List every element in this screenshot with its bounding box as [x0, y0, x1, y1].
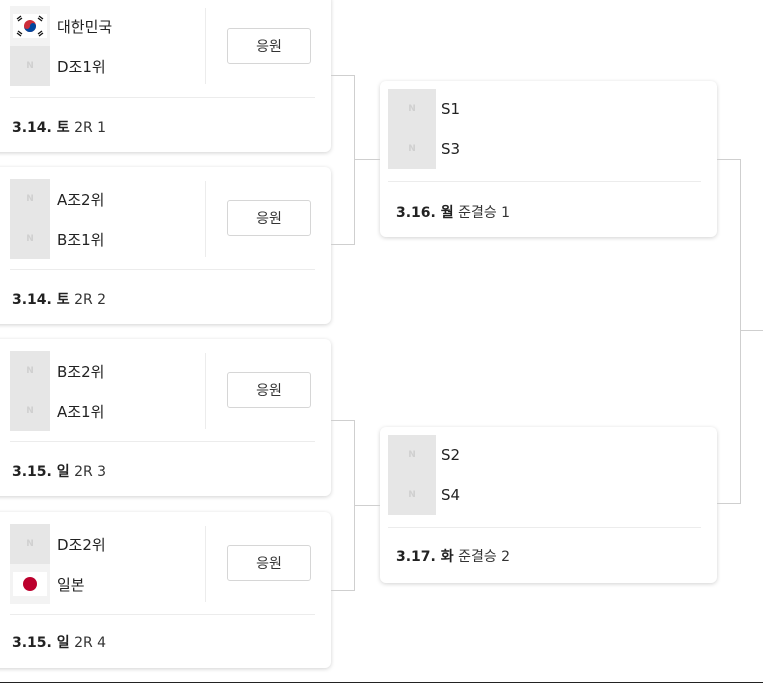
- match-card-2r-2: N A조2위 N B조1위 응원 3.14. 토 2R 2: [0, 167, 331, 324]
- cheer-button[interactable]: 응원: [227, 372, 311, 408]
- match-card-2r-1: 대한민국 N D조1위 응원 3.14. 토 2R 1: [0, 0, 331, 152]
- match-date: 3.15. 일: [12, 635, 70, 651]
- team-row-1: N A조2위: [10, 179, 104, 219]
- divider: [388, 181, 701, 182]
- team-name: S4: [441, 486, 461, 504]
- team-name: D조1위: [57, 57, 106, 76]
- bracket-connector: [354, 75, 355, 245]
- bracket-connector: [740, 330, 763, 331]
- team-row-1: N S2: [388, 435, 460, 475]
- match-date: 3.15. 일: [12, 464, 70, 480]
- match-round: 2R 2: [74, 292, 107, 308]
- match-card-2r-4: N D조2위 일본 응원 3.15. 일 2R 4: [0, 512, 331, 668]
- team-name: B조2위: [57, 362, 105, 381]
- team-name: A조1위: [57, 402, 105, 421]
- placeholder-flag-icon: N: [10, 46, 50, 86]
- match-date: 3.14. 토: [12, 292, 70, 308]
- team-name: A조2위: [57, 190, 105, 209]
- match-card-semifinal-1: N S1 N S3 3.16. 월 준결승 1: [380, 81, 717, 237]
- team-row-1: N S1: [388, 89, 460, 129]
- cheer-button[interactable]: 응원: [227, 545, 311, 581]
- match-card-2r-3: N B조2위 N A조1위 응원 3.15. 일 2R 3: [0, 339, 331, 496]
- placeholder-flag-icon: N: [388, 129, 436, 169]
- placeholder-flag-icon: N: [10, 524, 50, 564]
- match-round: 2R 4: [74, 635, 107, 651]
- team-name: S2: [441, 446, 461, 464]
- placeholder-flag-icon: N: [10, 351, 50, 391]
- divider: [205, 353, 206, 429]
- team-row-1: 대한민국: [10, 6, 112, 46]
- bracket-connector: [740, 159, 741, 504]
- divider: [205, 8, 206, 84]
- team-name: S3: [441, 140, 461, 158]
- match-date: 3.16. 월: [396, 205, 454, 221]
- team-row-2: N S4: [388, 475, 460, 515]
- team-name: 일본: [57, 575, 85, 594]
- bracket-connector: [331, 75, 355, 76]
- japan-flag-icon: [10, 564, 50, 604]
- match-info: 3.17. 화 준결승 2: [396, 546, 510, 566]
- korea-flag-icon: [10, 6, 50, 46]
- placeholder-flag-icon: N: [10, 219, 50, 259]
- bracket-connector: [331, 244, 355, 245]
- divider: [10, 97, 315, 98]
- bracket-connector: [717, 159, 740, 160]
- divider: [10, 441, 315, 442]
- team-row-2: N S3: [388, 129, 460, 169]
- cheer-button[interactable]: 응원: [227, 200, 311, 236]
- cheer-button[interactable]: 응원: [227, 28, 311, 64]
- team-name: 대한민국: [57, 17, 113, 36]
- bracket-connector: [354, 159, 380, 160]
- divider: [205, 526, 206, 602]
- team-row-2: N B조1위: [10, 219, 104, 259]
- match-info: 3.15. 일 2R 3: [12, 461, 106, 481]
- team-row-2: 일본: [10, 564, 85, 604]
- divider: [388, 527, 701, 528]
- bracket-connector: [354, 505, 380, 506]
- team-name: S1: [441, 100, 461, 118]
- team-row-2: N D조1위: [10, 46, 106, 86]
- match-round: 준결승 2: [458, 549, 511, 565]
- bracket-connector: [331, 420, 355, 421]
- match-info: 3.14. 토 2R 2: [12, 289, 106, 309]
- team-row-1: N D조2위: [10, 524, 106, 564]
- match-date: 3.14. 토: [12, 120, 70, 136]
- team-row-1: N B조2위: [10, 351, 104, 391]
- bracket-connector: [331, 590, 355, 591]
- match-round: 2R 3: [74, 464, 107, 480]
- match-info: 3.16. 월 준결승 1: [396, 202, 510, 222]
- match-card-semifinal-2: N S2 N S4 3.17. 화 준결승 2: [380, 427, 717, 583]
- bracket-connector: [717, 503, 740, 504]
- divider: [10, 614, 315, 615]
- match-date: 3.17. 화: [396, 549, 454, 565]
- team-name: D조2위: [57, 535, 106, 554]
- placeholder-flag-icon: N: [10, 179, 50, 219]
- match-round: 준결승 1: [458, 205, 511, 221]
- match-info: 3.15. 일 2R 4: [12, 632, 106, 652]
- match-round: 2R 1: [74, 120, 107, 136]
- placeholder-flag-icon: N: [10, 391, 50, 431]
- team-row-2: N A조1위: [10, 391, 104, 431]
- team-name: B조1위: [57, 230, 105, 249]
- placeholder-flag-icon: N: [388, 475, 436, 515]
- divider: [205, 181, 206, 257]
- placeholder-flag-icon: N: [388, 89, 436, 129]
- match-info: 3.14. 토 2R 1: [12, 117, 106, 137]
- placeholder-flag-icon: N: [388, 435, 436, 475]
- divider: [10, 269, 315, 270]
